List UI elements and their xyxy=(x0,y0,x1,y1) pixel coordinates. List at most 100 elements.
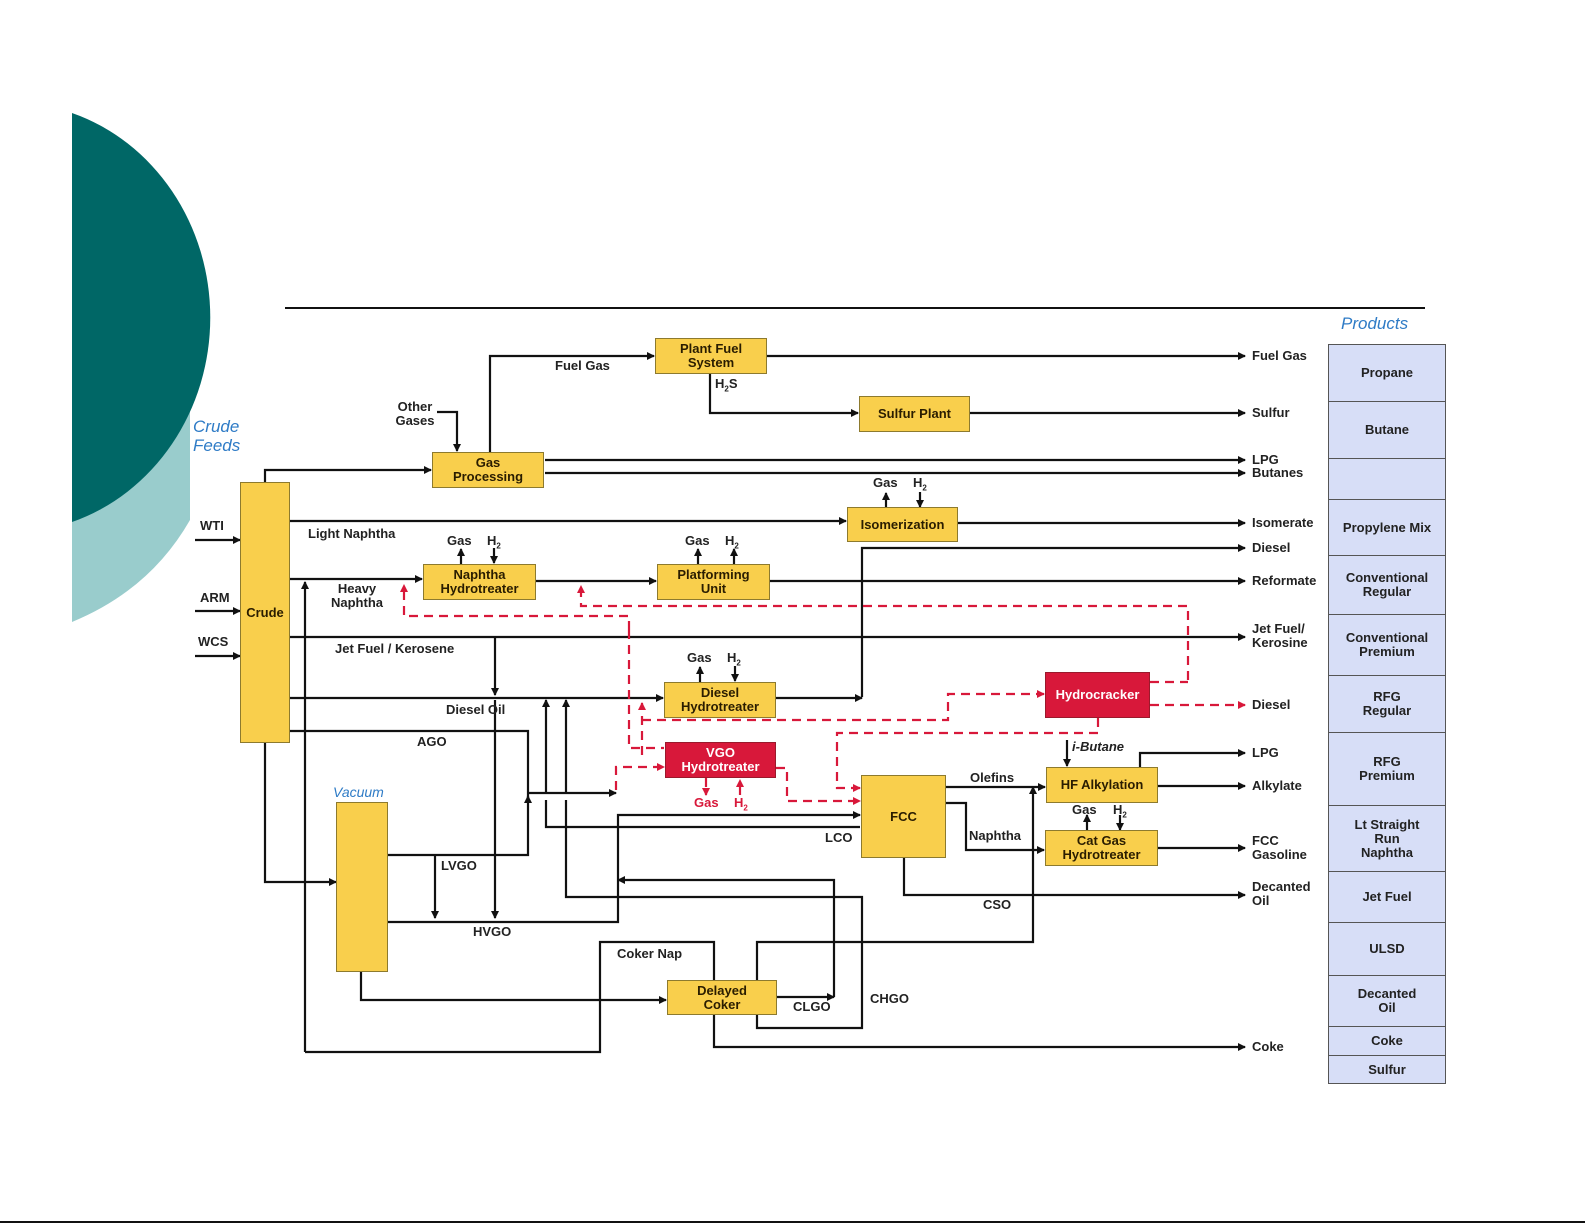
process-lines xyxy=(195,352,1246,1054)
stream-i-butane: i-Butane xyxy=(1072,739,1124,754)
products-column: Propane Butane Propylene Mix Conventiona… xyxy=(1328,344,1446,1084)
unit-gas-processing[interactable]: Gas Processing xyxy=(432,452,544,488)
crude-to-gas-line xyxy=(263,466,432,482)
product-butane[interactable]: Butane xyxy=(1329,402,1445,459)
unit-plant-fuel-system[interactable]: Plant Fuel System xyxy=(655,338,767,374)
unit-sulfur-plant[interactable]: Sulfur Plant xyxy=(859,396,970,432)
product-empty[interactable] xyxy=(1329,459,1445,500)
stream-fuel-gas: Fuel Gas xyxy=(555,358,610,373)
output-butanes: Butanes xyxy=(1252,465,1304,480)
crude-feeds-heading: Crude Feeds xyxy=(193,417,241,455)
output-alkylate: Alkylate xyxy=(1252,778,1302,793)
stream-clgo: CLGO xyxy=(793,999,831,1014)
hc-to-dht-line xyxy=(627,630,664,750)
stream-diesel-oil: Diesel Oil xyxy=(446,702,506,717)
product-lt-straight-run-naphtha[interactable]: Lt Straight Run Naphtha xyxy=(1329,806,1445,872)
output-decanted-oil: Decanted Oil xyxy=(1252,879,1311,908)
iso-gas-label: Gas xyxy=(873,475,898,490)
product-conventional-premium[interactable]: Conventional Premium xyxy=(1329,615,1445,676)
title-rule xyxy=(285,307,1425,309)
vacuum-heading: Vacuum xyxy=(333,784,384,800)
hydrocracking-lines xyxy=(400,584,1246,805)
unit-naphtha-hydrotreater[interactable]: Naphtha Hydrotreater xyxy=(423,564,536,600)
product-rfg-premium[interactable]: RFG Premium xyxy=(1329,733,1445,806)
product-conventional-regular[interactable]: Conventional Regular xyxy=(1329,556,1445,615)
unit-fcc[interactable]: FCC xyxy=(861,775,946,858)
stream-lvgo: LVGO xyxy=(441,858,477,873)
product-propylene-mix[interactable]: Propylene Mix xyxy=(1329,500,1445,556)
dark-teal-shape xyxy=(72,113,211,522)
feed-label-wcs: WCS xyxy=(198,634,229,649)
product-sulfur[interactable]: Sulfur xyxy=(1368,1061,1406,1077)
stream-h2s: H2S xyxy=(715,376,738,394)
ago-line xyxy=(290,729,530,800)
stream-light-naphtha: Light Naphtha xyxy=(308,526,396,541)
lvgo-line xyxy=(388,795,532,857)
stream-heavy-naphtha: Heavy Naphtha xyxy=(331,581,383,610)
vgo-gas-label: Gas xyxy=(694,795,719,810)
stream-lco: LCO xyxy=(825,830,853,845)
output-sulfur: Sulfur xyxy=(1252,405,1290,420)
product-ulsd[interactable]: ULSD xyxy=(1329,923,1445,976)
unit-isomerization[interactable]: Isomerization xyxy=(847,507,958,542)
unit-diesel-hydrotreater[interactable]: Diesel Hydrotreater xyxy=(664,682,776,718)
crude-to-vacuum-line xyxy=(263,742,337,886)
fuel-gas-line xyxy=(488,352,655,452)
plat-h2-label: H2 xyxy=(725,533,739,551)
red-to-hc-line xyxy=(642,690,1045,722)
vgo-h2-label: H2 xyxy=(734,795,748,813)
output-jet-fuel-kerosine: Jet Fuel/ Kerosine xyxy=(1252,621,1308,650)
hc-to-nht-line xyxy=(400,584,631,630)
output-hc-diesel: Diesel xyxy=(1252,697,1291,712)
product-decanted-oil[interactable]: Decanted Oil xyxy=(1329,976,1445,1027)
output-isomerate: Isomerate xyxy=(1252,515,1314,530)
stream-naphtha: Naphtha xyxy=(969,828,1021,843)
stream-hvgo: HVGO xyxy=(473,924,512,939)
bottom-rule xyxy=(0,1221,1585,1223)
cso-line xyxy=(902,858,1246,899)
product-jet-fuel[interactable]: Jet Fuel xyxy=(1329,872,1445,923)
coker-up-line xyxy=(755,786,1037,980)
hc-to-plat-line xyxy=(577,585,1190,680)
iso-h2-label: H2 xyxy=(913,475,927,493)
products-heading: Products xyxy=(1341,314,1409,333)
plat-gas-label: Gas xyxy=(685,533,710,548)
stream-jet-fuel-kerosene: Jet Fuel / Kerosene xyxy=(335,641,455,656)
feed-label-wti: WTI xyxy=(200,518,224,533)
vgo-feed-line xyxy=(614,763,665,790)
chgo-return-line xyxy=(564,800,864,1030)
unit-vacuum-column[interactable] xyxy=(336,802,388,972)
product-rfg-regular[interactable]: RFG Regular xyxy=(1329,676,1445,733)
vgo-to-fcc-line xyxy=(776,766,861,805)
unit-cat-gas-hydrotreater[interactable]: Cat Gas Hydrotreater xyxy=(1045,830,1158,866)
coker-nap-line xyxy=(305,940,716,1054)
product-coke[interactable]: Coke xyxy=(1329,1027,1445,1056)
output-lpg: LPG xyxy=(1252,452,1279,467)
output-lpg-alky: LPG xyxy=(1252,745,1279,760)
unit-hf-alkylation[interactable]: HF Alkylation xyxy=(1046,767,1158,803)
unit-vgo-hydrotreater[interactable]: VGO Hydrotreater xyxy=(665,742,776,778)
stream-olefins: Olefins xyxy=(970,770,1015,785)
hc-bypass-line xyxy=(835,718,1100,792)
unit-hydrocracker[interactable]: Hydrocracker xyxy=(1045,672,1150,718)
dht-h2-label: H2 xyxy=(727,650,741,668)
alky-lpg-line xyxy=(1138,749,1246,768)
vacuum-to-coker-line xyxy=(359,972,667,1004)
fcc-naphtha-line xyxy=(946,801,1045,854)
coke-out-line xyxy=(712,1015,1246,1051)
cgh-h2-label: H2 xyxy=(1113,802,1127,820)
stream-other-gases: Other Gases xyxy=(395,399,435,428)
unit-platforming[interactable]: Platforming Unit xyxy=(657,564,770,600)
dht-diesel-line xyxy=(860,544,1246,697)
lco-line xyxy=(544,800,860,829)
feed-label-arm: ARM xyxy=(200,590,230,605)
output-fcc-gasoline: FCC Gasoline xyxy=(1252,833,1307,862)
unit-delayed-coker[interactable]: Delayed Coker xyxy=(667,980,777,1015)
product-propane[interactable]: Propane xyxy=(1329,345,1445,402)
unit-crude[interactable]: Crude xyxy=(240,482,290,743)
stream-chgo: CHGO xyxy=(870,991,909,1006)
hvgo-line xyxy=(388,811,861,924)
stream-ago: AGO xyxy=(417,734,447,749)
